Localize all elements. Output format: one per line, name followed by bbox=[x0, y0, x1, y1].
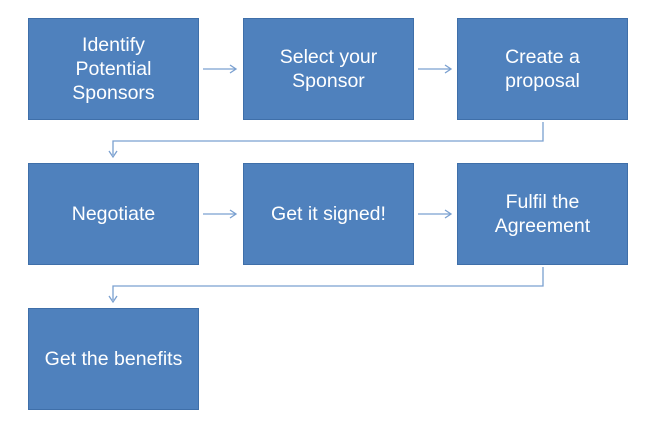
elbow-step3-to-step4 bbox=[108, 122, 544, 159]
step-get-the-benefits: Get the benefits bbox=[28, 308, 199, 410]
elbow-step6-to-step7 bbox=[108, 267, 544, 304]
step-get-it-signed: Get it signed! bbox=[243, 163, 414, 265]
step-negotiate: Negotiate bbox=[28, 163, 199, 265]
arrow-step5-to-step6 bbox=[418, 209, 453, 219]
arrow-step1-to-step2 bbox=[203, 64, 238, 74]
step-identify-potential-sponsors: Identify Potential Sponsors bbox=[28, 18, 199, 120]
arrow-step2-to-step3 bbox=[418, 64, 453, 74]
arrow-step4-to-step5 bbox=[203, 209, 238, 219]
step-select-your-sponsor: Select your Sponsor bbox=[243, 18, 414, 120]
step-create-a-proposal: Create a proposal bbox=[457, 18, 628, 120]
step-fulfil-the-agreement: Fulfil the Agreement bbox=[457, 163, 628, 265]
